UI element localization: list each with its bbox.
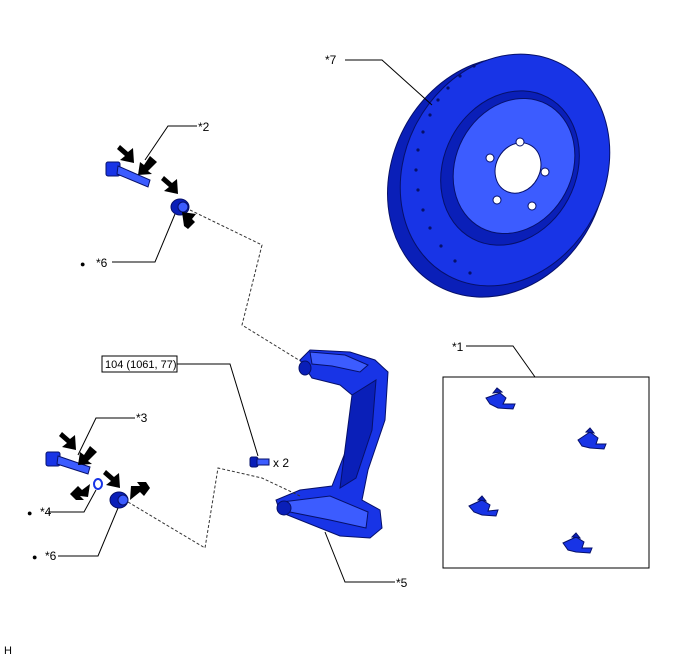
callout-6b: *6 <box>45 549 57 563</box>
leader-line-7 <box>345 59 433 106</box>
bushing-icon <box>170 198 190 216</box>
callout-1: *1 <box>452 340 464 354</box>
pad-clip-icon <box>562 532 593 554</box>
bullet-6b: ● <box>32 552 37 562</box>
leader-line-6a <box>112 213 176 263</box>
pad-clip-icon <box>577 427 607 450</box>
bushing-icon <box>109 491 129 509</box>
bolt-icon <box>249 456 270 468</box>
callout-6a: *6 <box>96 256 108 270</box>
leader-line-1 <box>466 345 536 378</box>
callout-4: *4 <box>40 505 52 519</box>
arrow-icon <box>117 145 157 175</box>
pad-clip-frame <box>442 376 650 569</box>
arrow-icon <box>161 176 196 229</box>
callout-2: *2 <box>198 120 210 134</box>
pad-clip-icon <box>485 387 516 410</box>
leader-line-3 <box>77 417 135 456</box>
figure-code: H <box>4 645 12 657</box>
leader-line-2 <box>144 125 197 161</box>
brake-disc-icon <box>387 53 611 298</box>
bolt-quantity: x 2 <box>273 456 289 470</box>
leader-line-6b <box>58 507 119 557</box>
callout-3: *3 <box>136 411 148 425</box>
install-path-lower <box>127 467 301 549</box>
arrow-icon <box>59 432 97 465</box>
callout-5: *5 <box>396 576 408 590</box>
bullet-6a: ● <box>80 259 85 269</box>
arrow-icon <box>70 484 90 500</box>
torque-spec: 104 (1061, 77) <box>105 359 177 371</box>
pad-clip-icon <box>468 495 499 517</box>
leader-line-5 <box>324 531 395 583</box>
leader-line-torque <box>177 363 259 457</box>
bolt-icon <box>105 161 151 188</box>
callout-7: *7 <box>325 53 337 67</box>
leader-line-4 <box>48 489 97 513</box>
arrow-icon <box>103 470 150 500</box>
bushing-icon <box>93 478 103 490</box>
bullet-4: ● <box>27 508 32 518</box>
caliper-bracket-icon <box>275 349 389 539</box>
install-path-upper <box>189 209 303 363</box>
